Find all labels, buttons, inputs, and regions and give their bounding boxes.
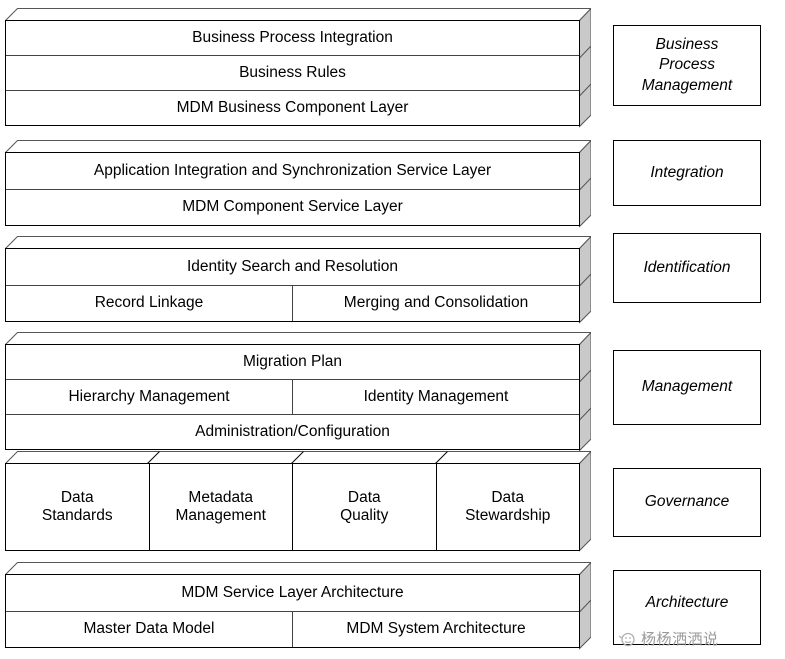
layer-row[interactable]: Application Integration and Synchronizat… bbox=[6, 153, 579, 190]
layer-cell[interactable]: MDM System Architecture bbox=[293, 611, 579, 647]
layer-cell[interactable]: Application Integration and Synchronizat… bbox=[6, 153, 579, 189]
category-box-architecture[interactable]: Architecture bbox=[613, 570, 761, 645]
layer-row[interactable]: Identity Search and Resolution bbox=[6, 249, 579, 286]
layer-cell[interactable]: Identity Management bbox=[293, 380, 579, 414]
governance-column[interactable]: Data Quality bbox=[293, 464, 437, 550]
layer-cell[interactable]: Merging and Consolidation bbox=[293, 285, 579, 321]
layer-columns: Data Standards Metadata Management Data … bbox=[5, 463, 580, 551]
layer-cell[interactable]: Business Process Integration bbox=[6, 21, 579, 55]
category-box-integration[interactable]: Integration bbox=[613, 140, 761, 206]
layer-row[interactable]: Business Rules bbox=[6, 56, 579, 91]
governance-column[interactable]: Data Standards bbox=[6, 464, 150, 550]
layer-row[interactable]: Record Linkage Merging and Consolidation bbox=[6, 285, 579, 321]
layer-stack: MDM Service Layer Architecture Master Da… bbox=[5, 574, 580, 648]
category-box-identification[interactable]: Identification bbox=[613, 233, 761, 303]
layer-stack: Application Integration and Synchronizat… bbox=[5, 152, 580, 226]
governance-column[interactable]: Data Stewardship bbox=[436, 464, 579, 550]
layer-row[interactable]: Administration/Configuration bbox=[6, 415, 579, 449]
layer-cell[interactable]: MDM Business Component Layer bbox=[6, 91, 579, 125]
layer-row[interactable]: MDM Business Component Layer bbox=[6, 91, 579, 125]
layer-row[interactable]: Migration Plan bbox=[6, 345, 579, 380]
layer-cell[interactable]: MDM Component Service Layer bbox=[6, 189, 579, 225]
layer-stack: Migration Plan Hierarchy Management Iden… bbox=[5, 344, 580, 450]
layer-cell[interactable]: Business Rules bbox=[6, 56, 579, 90]
layer-cell[interactable]: Migration Plan bbox=[6, 345, 579, 379]
category-box-business-process-management[interactable]: Business Process Management bbox=[613, 25, 761, 106]
layer-row[interactable]: Hierarchy Management Identity Management bbox=[6, 380, 579, 415]
layer-row[interactable]: MDM Component Service Layer bbox=[6, 189, 579, 225]
layer-group-management: Migration Plan Hierarchy Management Iden… bbox=[5, 332, 591, 452]
category-box-management[interactable]: Management bbox=[613, 350, 761, 425]
layer-row[interactable]: MDM Service Layer Architecture bbox=[6, 575, 579, 612]
layer-cell[interactable]: MDM Service Layer Architecture bbox=[6, 575, 579, 611]
layer-cell[interactable]: Identity Search and Resolution bbox=[6, 249, 579, 285]
layer-group-governance: Data Standards Metadata Management Data … bbox=[5, 451, 591, 553]
layer-cell[interactable]: Master Data Model bbox=[6, 611, 293, 647]
layer-stack: Business Process Integration Business Ru… bbox=[5, 20, 580, 126]
governance-column[interactable]: Metadata Management bbox=[149, 464, 293, 550]
layer-cell[interactable]: Hierarchy Management bbox=[6, 380, 293, 414]
layer-group-integration: Application Integration and Synchronizat… bbox=[5, 140, 591, 228]
layer-cell[interactable]: Record Linkage bbox=[6, 285, 293, 321]
category-box-governance[interactable]: Governance bbox=[613, 468, 761, 537]
layer-group-business-process-management: Business Process Integration Business Ru… bbox=[5, 8, 591, 128]
layer-group-architecture: MDM Service Layer Architecture Master Da… bbox=[5, 562, 591, 650]
layer-group-identification: Identity Search and Resolution Record Li… bbox=[5, 236, 591, 324]
layer-cell[interactable]: Administration/Configuration bbox=[6, 415, 579, 449]
layer-row[interactable]: Business Process Integration bbox=[6, 21, 579, 56]
layer-stack: Identity Search and Resolution Record Li… bbox=[5, 248, 580, 322]
layer-row[interactable]: Master Data Model MDM System Architectur… bbox=[6, 611, 579, 647]
